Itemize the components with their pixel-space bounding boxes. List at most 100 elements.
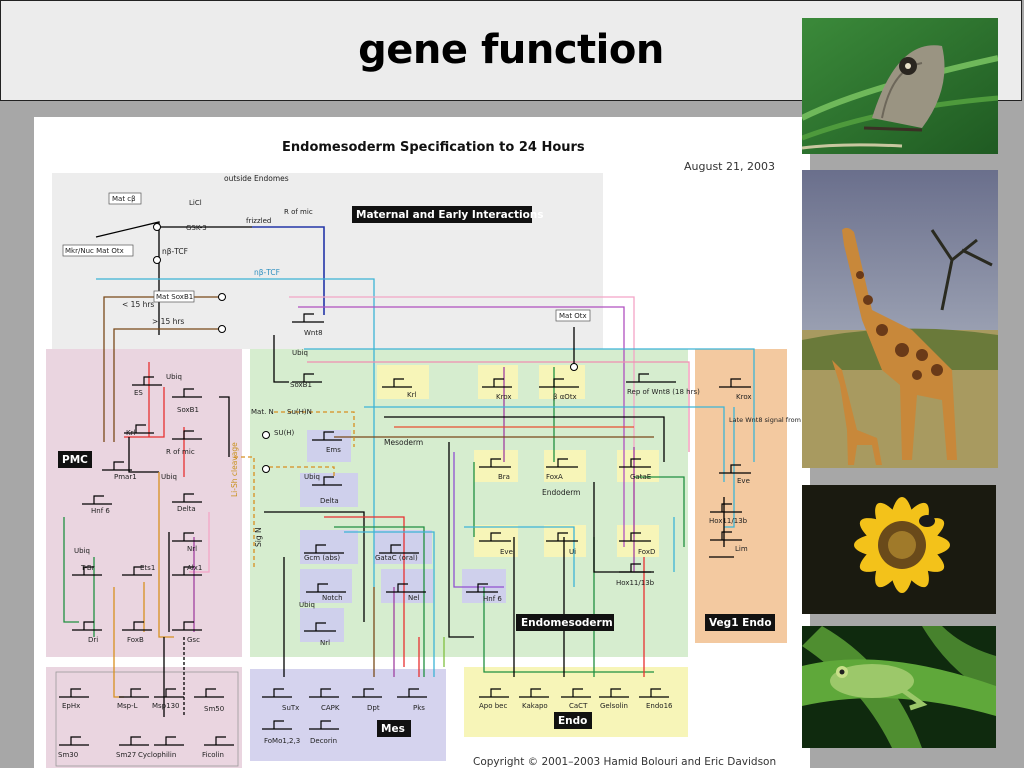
nodes xyxy=(153,223,578,473)
gene-ubiq5: Ubiq xyxy=(299,601,315,609)
gene-ephx: EpHx xyxy=(62,702,80,710)
gene-soxb1-pmc: SoxB1 xyxy=(177,406,199,414)
gene-notch: Notch xyxy=(322,594,343,602)
gene-ubiq1: Ubiq xyxy=(166,373,182,381)
gene-delta-pmc: Delta xyxy=(177,505,196,513)
gene-sm50: Sm50 xyxy=(204,705,224,713)
gene-kakapo: Kakapo xyxy=(522,702,548,710)
input-rofmic-top: R of mic xyxy=(284,208,313,216)
gene-krox-v: Krox xyxy=(736,393,752,401)
input-matcb: Mat cβ xyxy=(112,195,136,203)
gene-glyphs xyxy=(59,313,751,746)
gene-decorin: Decorin xyxy=(310,737,337,745)
gene-gatac: GataC (oral) xyxy=(375,554,418,562)
input-matn: Mat. N xyxy=(251,408,274,416)
gene-pks: Pks xyxy=(413,704,425,712)
label-endoderm: Endoderm xyxy=(542,488,580,497)
gene-ubiq4: Ubiq xyxy=(304,473,320,481)
gene-lim: Lim xyxy=(735,545,748,553)
gene-pmar1: Pmar1 xyxy=(114,473,137,481)
network-links xyxy=(63,221,755,717)
label-lich: Li-Sh cleavage xyxy=(230,442,239,497)
input-suhn: Su(H)N xyxy=(287,408,312,416)
input-latewnt: Late Wnt8 signal from veg2 xyxy=(729,416,810,424)
gene-fomo: FoMo1,2,3 xyxy=(264,737,300,745)
gene-repwnt8: Rep of Wnt8 (18 hrs) xyxy=(627,388,700,396)
gene-msp130: Msp130 xyxy=(152,702,180,710)
gene-endo16: Endo16 xyxy=(646,702,673,710)
gene-ets1: Ets1 xyxy=(140,564,155,572)
label-gt15: > 15 hrs xyxy=(152,317,184,326)
label-mesoderm: Mesoderm xyxy=(384,438,423,447)
gene-gelsolin: Gelsolin xyxy=(600,702,628,710)
gene-sm27: Sm27 xyxy=(116,751,136,759)
diagram-heading: Endomesoderm Specification to 24 Hours xyxy=(282,140,585,155)
label-nbtcf-blue: nβ-TCF xyxy=(254,268,280,277)
gene-beta-otx: β αOtx xyxy=(553,393,577,401)
gene-bra: Bra xyxy=(498,473,510,481)
gene-hox: Hox11/13b xyxy=(616,579,655,587)
label-maternal: Maternal and Early Interactions xyxy=(356,209,544,221)
gene-apobec: Apo bec xyxy=(479,702,507,710)
butterfly-photo xyxy=(802,18,998,154)
input-licl: LiCl xyxy=(189,199,202,207)
gene-nrl-pmc: Nrl xyxy=(187,545,197,553)
gene-soxb1-m: SoxB1 xyxy=(290,381,312,389)
gene-nel: Nel xyxy=(408,594,420,602)
gene-tbr: T-Br xyxy=(80,564,95,572)
label-nbtcf: nβ-TCF xyxy=(162,247,188,256)
input-mnotx: Mkr/Nuc Mat Otx xyxy=(65,247,124,255)
gene-nrl: Nrl xyxy=(320,639,330,647)
label-sig: Sig N xyxy=(254,527,263,547)
region-mes xyxy=(250,669,446,761)
label-endomesoderm: Endomesoderm xyxy=(521,617,613,629)
gene-krl: Krl xyxy=(407,391,416,399)
gene-hox-v: Hox11/13b xyxy=(709,517,748,525)
sunflower-photo xyxy=(802,485,996,614)
gene-mspl: Msp-L xyxy=(117,702,138,710)
gene-cact: CaCT xyxy=(569,702,588,710)
gene-ubiq3: Ubiq xyxy=(74,547,90,555)
gene-ems: Ems xyxy=(326,446,341,454)
gene-krl-pmc: Krl xyxy=(126,429,135,437)
region-skeleton xyxy=(46,667,242,768)
gene-gcm: Gcm (abs) xyxy=(304,554,340,562)
gene-dri: Dri xyxy=(88,636,98,644)
region-veg1 xyxy=(695,349,787,643)
gene-krox: Krox xyxy=(496,393,512,401)
giraffe-photo xyxy=(802,170,998,468)
gene-network-diagram: Endomesoderm Specification to 24 Hours A… xyxy=(34,117,810,768)
gene-es: ES xyxy=(134,389,143,397)
input-matsox: Mat SoxB1 xyxy=(156,293,193,301)
gene-foxb: FoxB xyxy=(127,636,144,644)
label-lt15: < 15 hrs xyxy=(122,300,154,309)
label-outside: outside Endomes xyxy=(224,174,289,183)
slide-title: gene function xyxy=(358,27,664,73)
gene-eve: Eve xyxy=(500,548,513,556)
gene-ui: Ui xyxy=(569,548,576,556)
gene-wnt8: Wnt8 xyxy=(304,329,323,337)
gene-gsc: Gsc xyxy=(187,636,200,644)
gene-hnf6-pmc: Hnf 6 xyxy=(91,507,110,515)
frog-photo xyxy=(802,626,996,748)
gene-dpt: Dpt xyxy=(367,704,380,712)
diagram-date: August 21, 2003 xyxy=(684,160,775,173)
label-veg1: Veg1 Endo xyxy=(709,617,772,629)
gene-sm30: Sm30 xyxy=(58,751,78,759)
gene-rofmic: R of mic xyxy=(166,448,195,456)
gene-ficolin: Ficolin xyxy=(202,751,224,759)
gene-sutx: SuTx xyxy=(282,704,299,712)
label-endo: Endo xyxy=(558,715,587,727)
input-matotx: Mat Otx xyxy=(559,312,587,320)
gene-foxd: FoxD xyxy=(638,548,655,556)
input-suh: SU(H) xyxy=(274,429,295,437)
label-pmc: PMC xyxy=(62,454,88,466)
gene-capk: CAPK xyxy=(321,704,340,712)
gene-foxa: FoxA xyxy=(546,473,563,481)
region-maternal xyxy=(52,173,603,349)
gene-gatae: GataE xyxy=(630,473,651,481)
label-mes: Mes xyxy=(381,723,405,735)
gene-alx1: Alx1 xyxy=(187,564,202,572)
diagram-copyright: Copyright © 2001–2003 Hamid Bolouri and … xyxy=(473,756,776,768)
gene-cyclo: Cyclophilin xyxy=(138,751,176,759)
